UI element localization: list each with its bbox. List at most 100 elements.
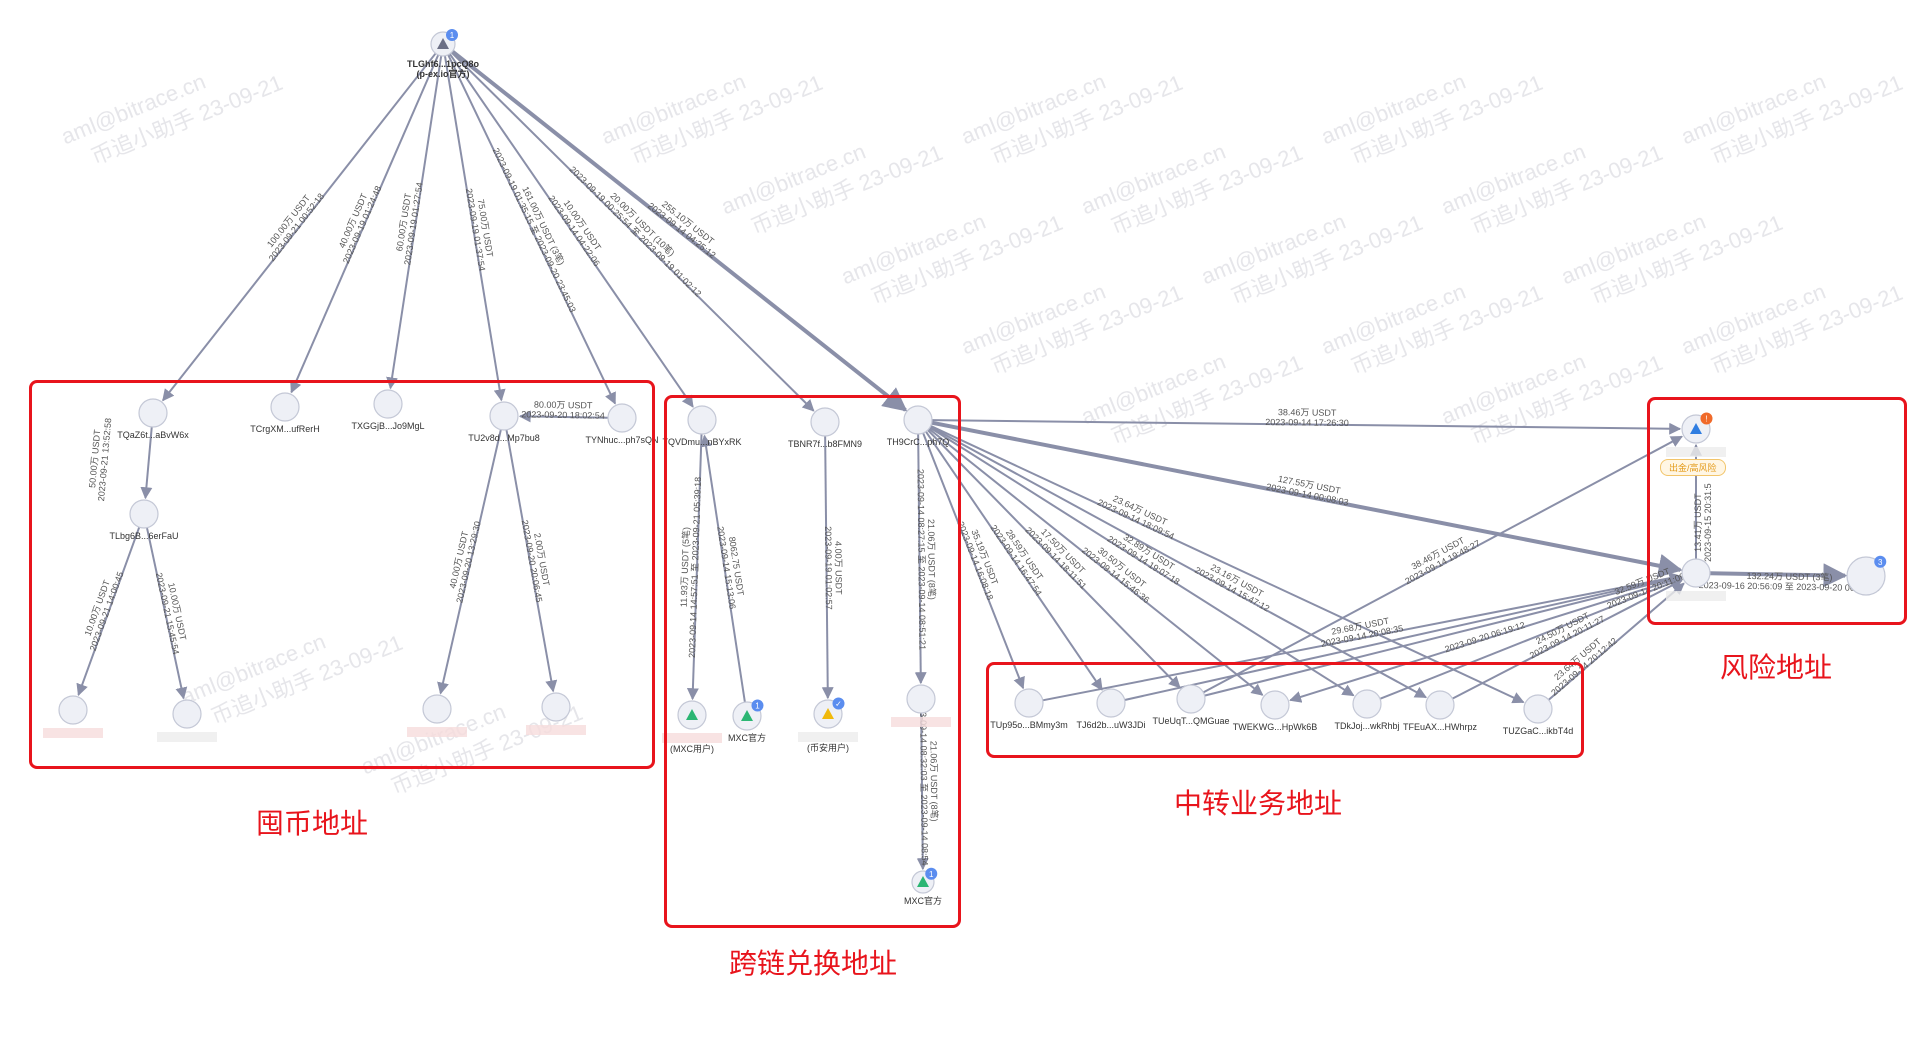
node-label: TCrgXM...ufRerH xyxy=(250,424,320,434)
node-TDkJ[interactable]: TDkJoj...wkRhbj xyxy=(1334,689,1400,731)
edge-amount: 4.00万 USDT xyxy=(833,541,844,595)
entity-icon xyxy=(822,708,834,719)
edge-TUeU-R2[interactable] xyxy=(1204,573,1682,697)
edge-TU2v-L4[interactable] xyxy=(505,429,558,693)
edge-R2-R3[interactable] xyxy=(1709,563,1848,588)
edge-TFEu-R2[interactable] xyxy=(1451,579,1683,700)
node-TLbg[interactable]: TLbg6B...6erFaU xyxy=(109,499,179,541)
transfer-group-label: 中转业务地址 xyxy=(1173,787,1343,820)
node-L3[interactable] xyxy=(407,694,467,737)
node-TCrg[interactable]: TCrgXM...ufRerH xyxy=(250,392,320,434)
edge-TQVD-MXCU[interactable] xyxy=(686,433,703,701)
node-MXCU[interactable]: (MXC用户) xyxy=(662,700,722,754)
badge-count: ✓ xyxy=(835,700,842,709)
edge-time: 2023-09-14 17:26:30 xyxy=(1265,417,1349,428)
edge-root-TYNh[interactable] xyxy=(447,54,616,405)
node-TFEu[interactable]: TFEuAX...HWhrpz xyxy=(1403,690,1478,732)
edge-time: 2023-09-15 20:31:5 xyxy=(1703,483,1713,562)
node-TH9C[interactable]: TH9CrC...ph7Q xyxy=(887,405,950,447)
redacted-label xyxy=(526,725,586,735)
edge-root-TQaZ[interactable] xyxy=(162,52,437,402)
badge-count: 3 xyxy=(1878,558,1883,567)
node-L2[interactable] xyxy=(157,699,217,742)
node-R1[interactable]: ! xyxy=(1666,412,1726,458)
edge-TH9C-TUeU[interactable] xyxy=(927,429,1181,689)
edge-TH9C-TWEK[interactable] xyxy=(928,427,1264,696)
edge-root-TU2v[interactable] xyxy=(443,55,506,402)
edge-root-TXGG[interactable] xyxy=(386,55,443,390)
edge-THc-MXCO2[interactable] xyxy=(916,712,929,871)
edge-TYNh-TU2v[interactable] xyxy=(518,410,609,423)
edge-TH9C-R2[interactable] xyxy=(931,420,1683,578)
edge-TH9C-TUZG[interactable] xyxy=(930,425,1525,704)
badge-icon xyxy=(446,29,458,41)
edge-time: 2023-09-16 20:56:09 至 2023-09-20 06:18:1… xyxy=(1699,580,1880,593)
edge-TH9C-R1[interactable] xyxy=(931,419,1682,435)
edge-TLbg-L1[interactable] xyxy=(76,526,141,697)
edge-R2-TWEK[interactable] xyxy=(1289,576,1683,703)
edge-MXCO-TQVD[interactable] xyxy=(700,434,746,703)
redacted-label xyxy=(1666,591,1726,601)
node-TWEK[interactable]: TWEKWG...HpWk6B xyxy=(1233,690,1318,732)
node-L1[interactable] xyxy=(43,695,103,738)
edge-amount: 13.41万 USDT xyxy=(1693,493,1703,552)
edge-root-TCrg[interactable] xyxy=(290,54,440,394)
node-TUeU[interactable]: TUeUqT...QMGuae xyxy=(1152,684,1230,726)
edge-TUp9-R2[interactable] xyxy=(1042,572,1682,702)
edge-root-TQVD[interactable] xyxy=(448,53,694,408)
node-TXGG[interactable]: TXGGjB...Jo9MgL xyxy=(351,389,425,431)
edge-TH9C-TJ6d[interactable] xyxy=(925,431,1103,691)
risk-group-box xyxy=(1647,397,1907,625)
node-sublabel: (p-ex.io官方) xyxy=(417,68,470,79)
node-TU2v[interactable]: TU2v8d...Mp7bu8 xyxy=(468,401,540,443)
edge-TU2v-L3[interactable] xyxy=(437,429,502,695)
node-TUp9[interactable]: TUp95o...BMmy3m xyxy=(990,688,1068,730)
edge-TDkJ-R2[interactable] xyxy=(1379,577,1683,700)
node-L4[interactable] xyxy=(526,692,586,735)
node-TJ6d[interactable]: TJ6d2b...uW3JDi xyxy=(1076,688,1146,730)
node-TQVD[interactable]: TQVDmu...nBYxRK xyxy=(662,405,742,447)
node-BNU[interactable]: ✓ (币安用户) xyxy=(798,697,858,754)
node-R3[interactable]: 3 xyxy=(1846,555,1887,596)
node-label: TBNR7f...b8FMN9 xyxy=(788,439,862,449)
node-label: TUp95o...BMmy3m xyxy=(990,720,1068,730)
edge-root-TBNR[interactable] xyxy=(450,51,815,412)
node-THc[interactable] xyxy=(891,684,951,727)
node-label: (币安用户) xyxy=(807,742,849,753)
node-label: TLGhf6...1pcQ8o xyxy=(407,59,480,69)
edge-time: 2023-09-19 01:02:57 xyxy=(823,526,834,610)
edge-root-TH9C[interactable] xyxy=(451,49,908,412)
node-label: TQVDmu...nBYxRK xyxy=(662,437,741,447)
redacted-label xyxy=(407,727,467,737)
edge-TUZG-R2[interactable] xyxy=(1547,582,1685,701)
edge-TJ6d-R2[interactable] xyxy=(1124,572,1682,701)
node-label: TQaZ6t...aBvW6x xyxy=(117,430,189,440)
node-TUZG[interactable]: TUZGaC...ikbT4d xyxy=(1503,694,1574,736)
entity-icon xyxy=(437,38,449,49)
edge-TQaZ-TLbg[interactable] xyxy=(140,426,153,500)
redacted-label xyxy=(43,728,103,738)
edge-TBNR-BNU[interactable] xyxy=(821,435,834,700)
node-R2[interactable] xyxy=(1666,558,1726,601)
edge-TH9C-TUp9[interactable] xyxy=(922,432,1025,690)
risk-group-label: 风险地址 xyxy=(1719,651,1833,684)
edge-TH9C-THc[interactable] xyxy=(914,433,927,685)
edge-TLbg-L2[interactable] xyxy=(145,527,188,700)
badge-icon xyxy=(925,867,938,880)
node-TYNh[interactable]: TYNhuc...ph7sQN xyxy=(585,403,659,445)
node-TQaZ[interactable]: TQaZ6t...aBvW6x xyxy=(117,398,189,440)
edge-TH9C-TFEu[interactable] xyxy=(929,425,1428,699)
badge-count: 1 xyxy=(755,702,760,711)
edge-TUeU-R1[interactable] xyxy=(1202,435,1683,694)
node-TBNR[interactable]: TBNR7f...b8FMN9 xyxy=(788,407,862,449)
node-label: TFEuAX...HWhrpz xyxy=(1403,722,1478,732)
edge-time: 2023-09-19 01:35:15 至 2023-09-20 23:45:0… xyxy=(491,146,578,314)
node-label: TJ6d2b...uW3JDi xyxy=(1076,720,1145,730)
